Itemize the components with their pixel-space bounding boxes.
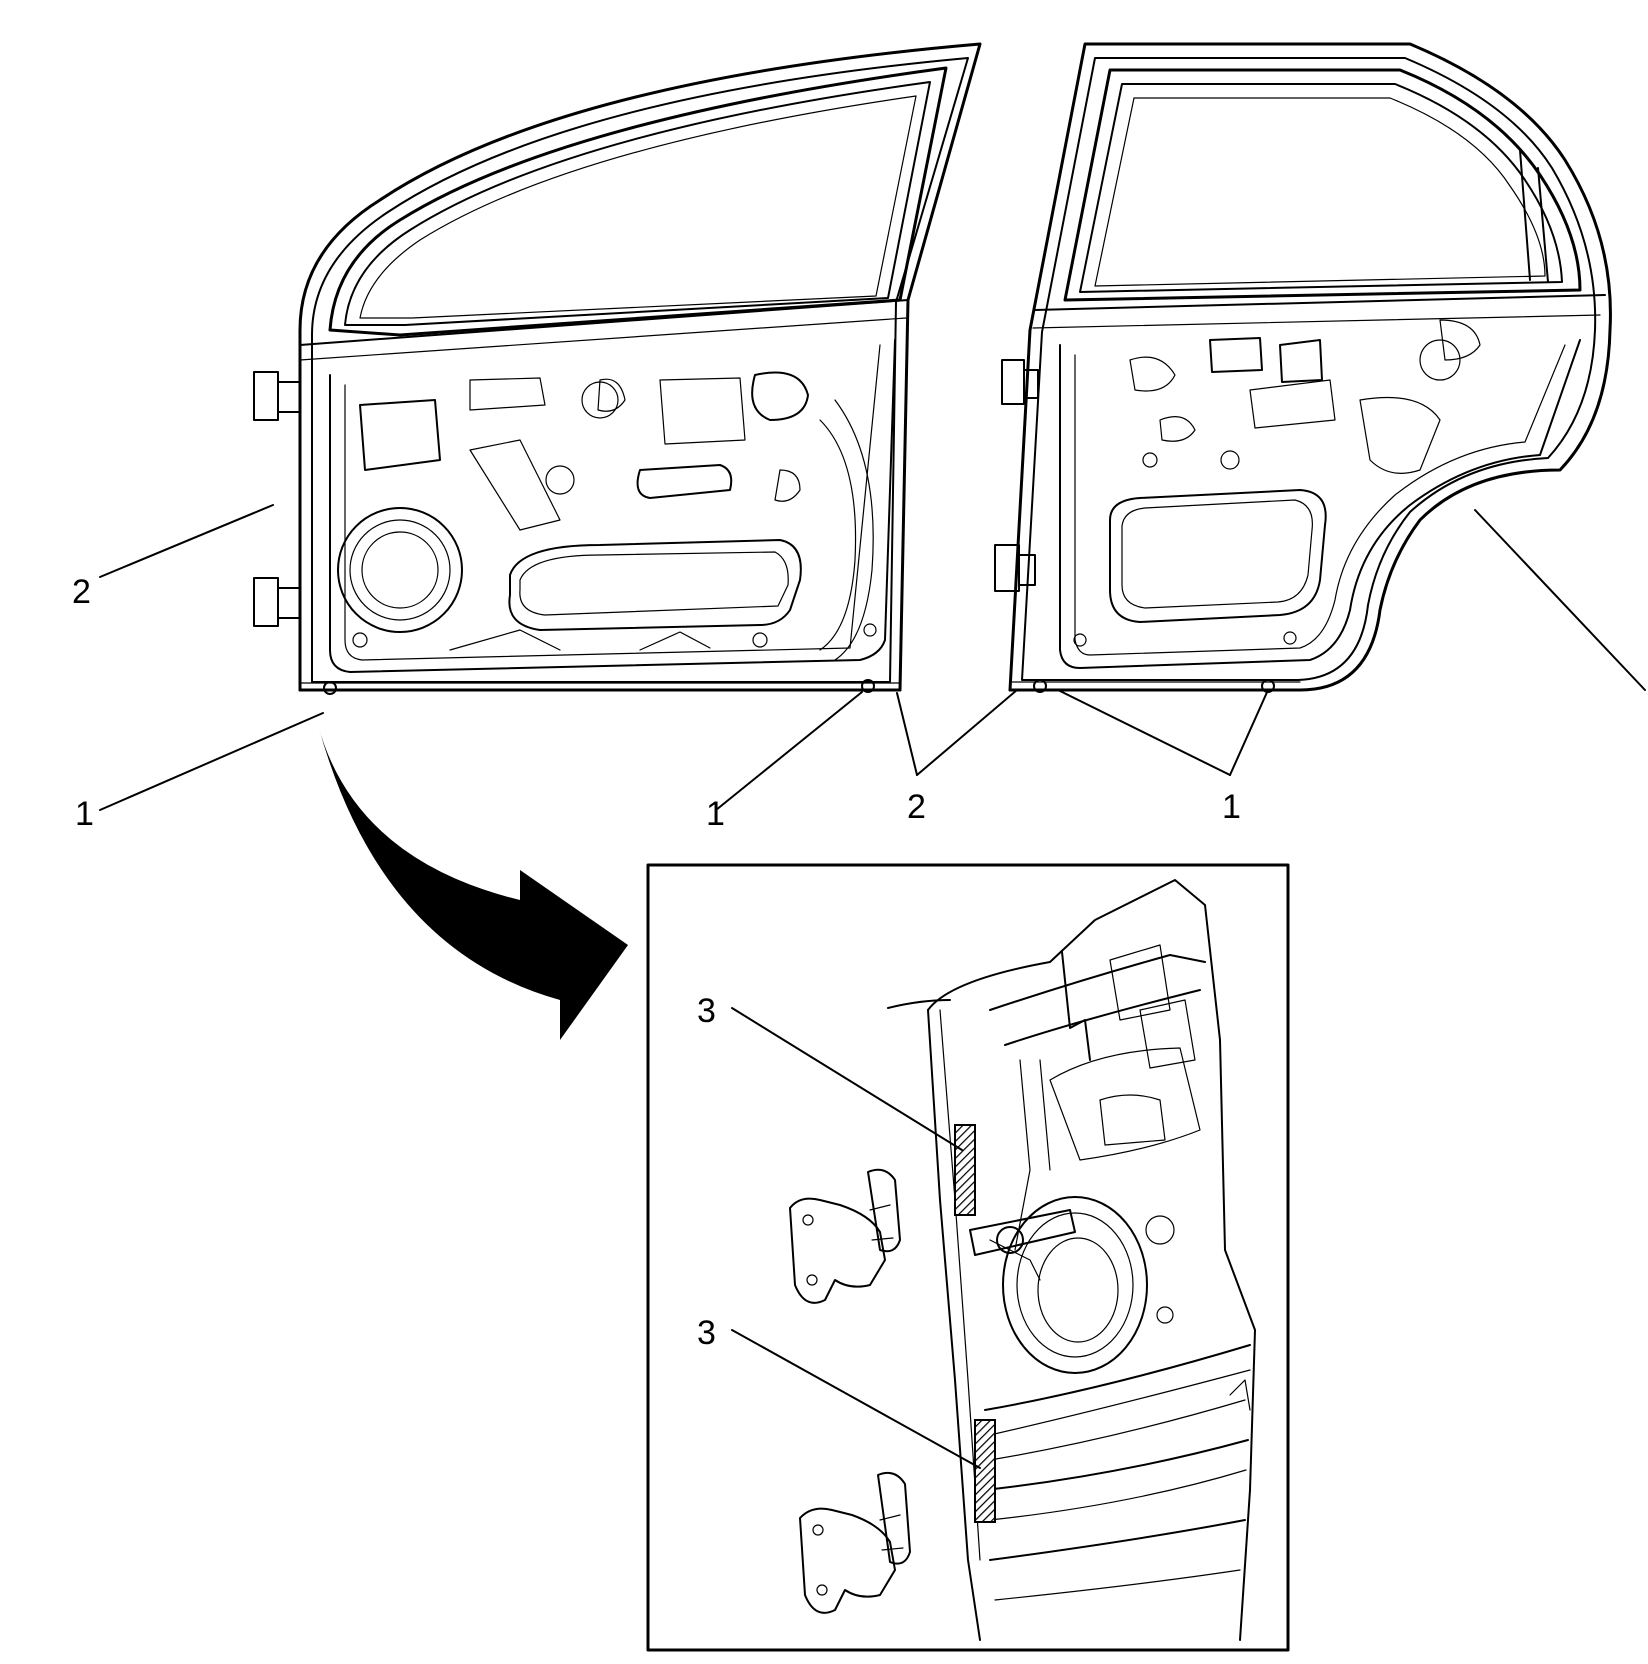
callout-detail-3-upper: 3	[697, 992, 716, 1030]
seal-strip-upper	[954, 1124, 976, 1216]
callout-rear-door-1: 1	[1222, 788, 1241, 826]
rear-door	[994, 42, 1612, 693]
callout-front-door-1-right: 1	[706, 795, 725, 833]
callout-shared-2: 2	[907, 788, 926, 826]
hinge-upper	[789, 1168, 901, 1304]
callout-detail-3-lower: 3	[697, 1314, 716, 1352]
detail-arrow	[318, 725, 628, 1040]
detail-inset	[646, 863, 1290, 1652]
hinge-lower	[799, 1471, 911, 1614]
leader-lines	[99, 504, 1646, 811]
callout-front-door-1-left: 1	[75, 795, 94, 833]
seal-strip-lower	[974, 1419, 996, 1523]
callout-front-door-2: 2	[72, 573, 91, 611]
front-door	[253, 42, 982, 695]
